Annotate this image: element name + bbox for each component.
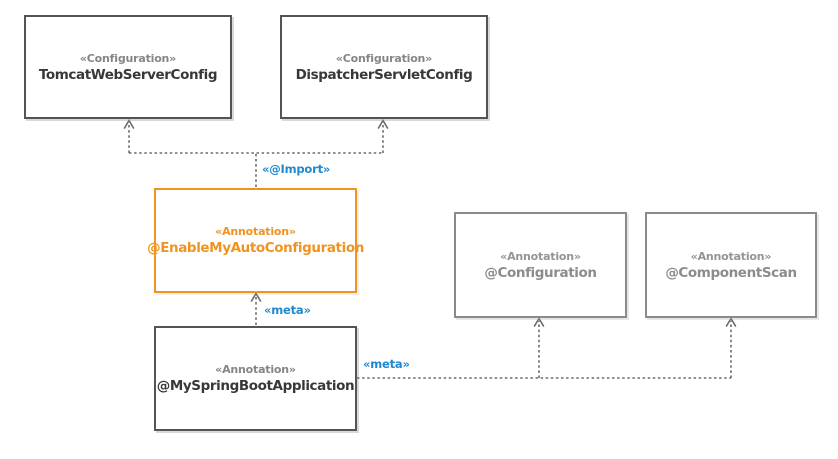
node-stereotype: «Configuration» bbox=[79, 51, 177, 65]
import-connector bbox=[123, 118, 389, 187]
node-component-scan: «Annotation» @ComponentScan bbox=[645, 212, 817, 318]
arrow-up-icon bbox=[533, 316, 545, 327]
node-tomcat-web-server-config: «Configuration» TomcatWebServerConfig bbox=[24, 15, 232, 119]
node-name: @MySpringBootApplication bbox=[156, 378, 355, 394]
node-enable-my-auto-configuration: «Annotation» @EnableMyAutoConfiguration bbox=[147, 188, 364, 293]
node-name: DispatcherServletConfig bbox=[295, 66, 473, 83]
meta-connector bbox=[250, 291, 262, 325]
node-name: TomcatWebServerConfig bbox=[38, 66, 218, 83]
edge-label-import: «@Import» bbox=[262, 162, 331, 176]
node-name: @EnableMyAutoConfiguration bbox=[147, 240, 364, 256]
edge-label-meta: «meta» bbox=[264, 303, 311, 317]
node-name: @ComponentScan bbox=[665, 264, 797, 281]
node-stereotype: «Annotation» bbox=[215, 363, 296, 376]
node-dispatcher-servlet-config: «Configuration» DispatcherServletConfig bbox=[280, 15, 488, 119]
node-my-spring-boot-application: «Annotation» @MySpringBootApplication bbox=[154, 326, 357, 431]
node-configuration: «Annotation» @Configuration bbox=[454, 212, 627, 318]
node-stereotype: «Configuration» bbox=[335, 51, 433, 65]
edge-label-meta-right: «meta» bbox=[363, 357, 410, 371]
arrow-up-icon bbox=[250, 291, 262, 302]
node-stereotype: «Annotation» bbox=[690, 249, 772, 263]
arrow-up-icon bbox=[123, 118, 135, 129]
arrow-up-icon bbox=[377, 118, 389, 129]
meta-right-connector bbox=[357, 316, 737, 379]
node-stereotype: «Annotation» bbox=[500, 249, 581, 263]
arrow-up-icon bbox=[725, 316, 737, 327]
node-name: @Configuration bbox=[484, 264, 597, 281]
node-stereotype: «Annotation» bbox=[215, 225, 296, 238]
